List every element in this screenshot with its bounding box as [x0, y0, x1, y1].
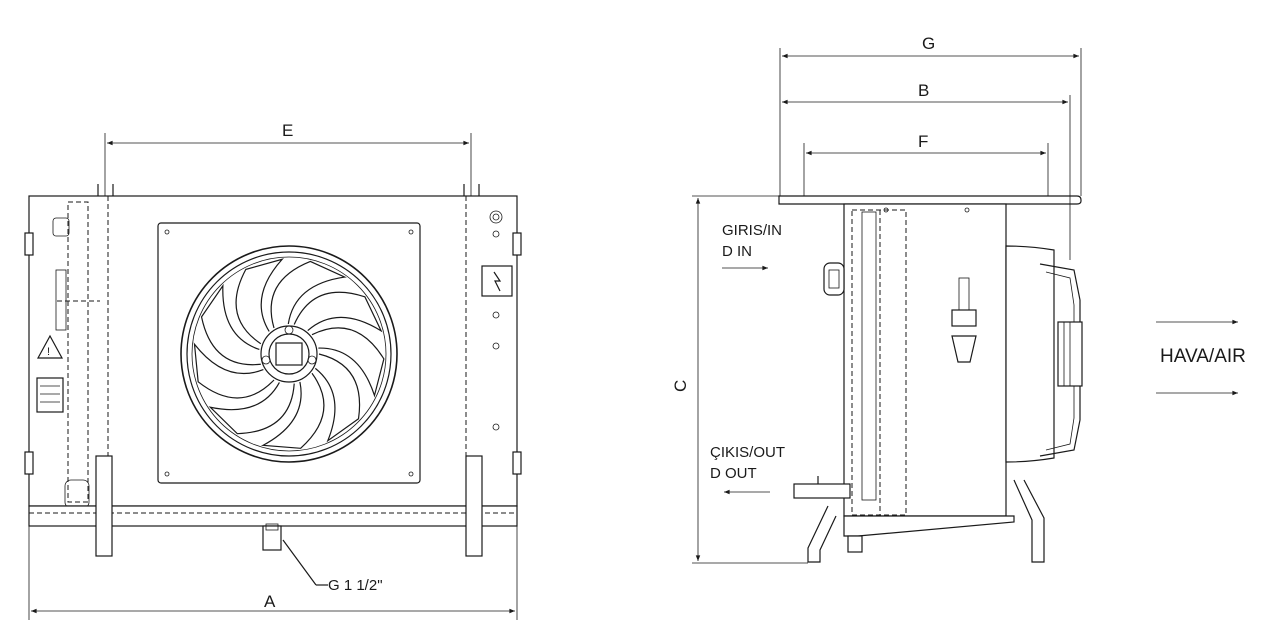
dim-g-label: G: [922, 34, 935, 53]
top-plate: [778, 195, 1082, 205]
fan-blade: [314, 353, 361, 443]
front-view: !: [24, 121, 522, 620]
dim-a-label: A: [264, 592, 276, 611]
outlet-label-2: D OUT: [710, 465, 757, 482]
svg-text:!: !: [47, 346, 50, 358]
fan-icon: [180, 245, 398, 463]
outlet-label-1: ÇIKIS/OUT: [710, 444, 785, 461]
fan-blade: [260, 372, 325, 449]
dim-f-label: F: [918, 132, 928, 151]
inlet-label-1: GIRIS/IN: [722, 222, 782, 239]
dim-c-label: C: [671, 380, 690, 392]
airflow-label: HAVA/AIR: [1160, 346, 1246, 367]
fan-blade: [193, 342, 275, 399]
drain-connection: [262, 525, 282, 551]
fan-blade: [293, 291, 383, 333]
fan-blade: [311, 327, 385, 398]
dim-e-label: E: [282, 121, 293, 140]
fan-blade: [200, 283, 261, 366]
fan-blade: [208, 382, 295, 435]
inlet-label-2: D IN: [722, 243, 752, 260]
fan-blade: [270, 260, 347, 329]
dim-b-label: B: [918, 81, 929, 100]
side-view: G B F C GIRIS/IN D IN ÇIKIS/OUT D OUT HA…: [671, 34, 1246, 564]
warning-triangle-icon: [36, 334, 64, 359]
drain-label: G 1 1/2": [328, 577, 383, 594]
fan-blade: [235, 258, 285, 345]
spec-plate-icon: [36, 377, 64, 413]
